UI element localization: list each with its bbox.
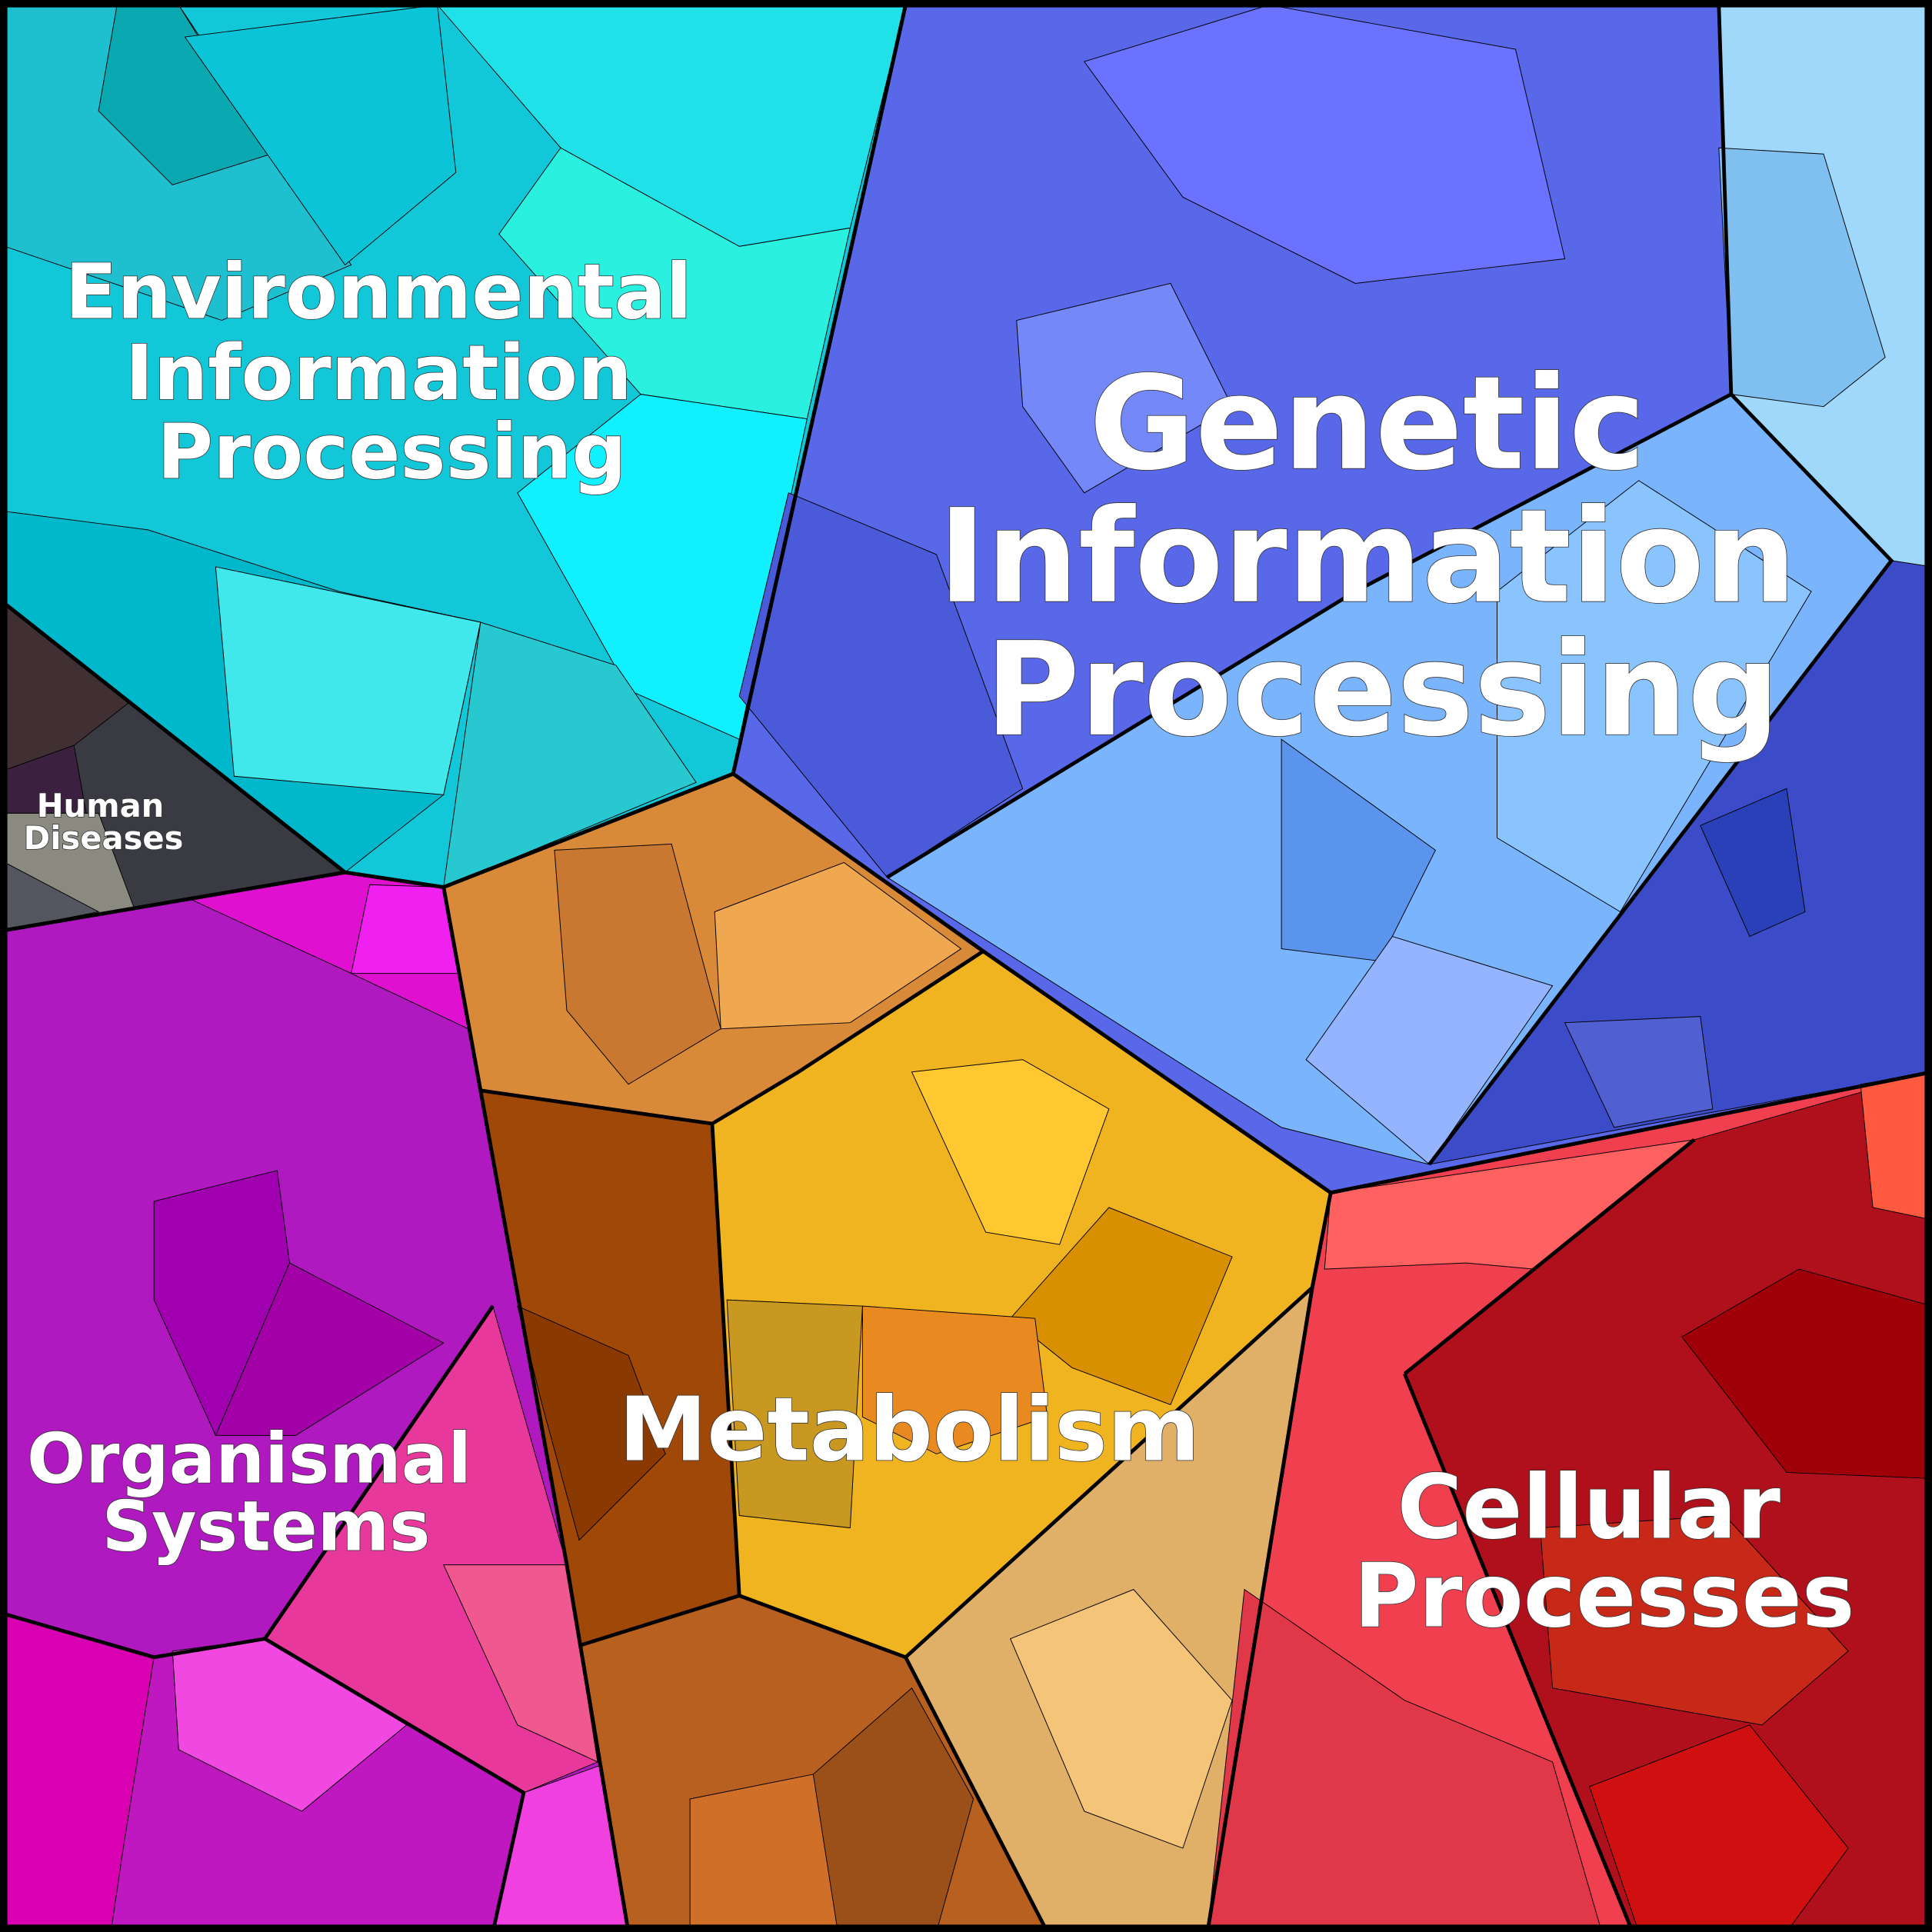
region-human-diseases — [4, 603, 346, 931]
label-environmental: Environmental Information Processing — [65, 248, 719, 496]
region-genetic — [732, 4, 1932, 1194]
label-metabolism: Metabolism — [619, 1378, 1201, 1481]
label-human-diseases: Human Diseases — [24, 787, 184, 857]
label-genetic: Genetic Information Processing — [938, 348, 1842, 765]
region-metabolism — [443, 773, 1331, 1932]
region-environmental — [4, 4, 907, 888]
region-cellular — [1207, 1071, 1932, 1932]
label-organismal: Organismal Systems — [27, 1419, 495, 1567]
region-organismal — [4, 871, 629, 1932]
label-cellular: Cellular Processes — [1354, 1456, 1854, 1647]
